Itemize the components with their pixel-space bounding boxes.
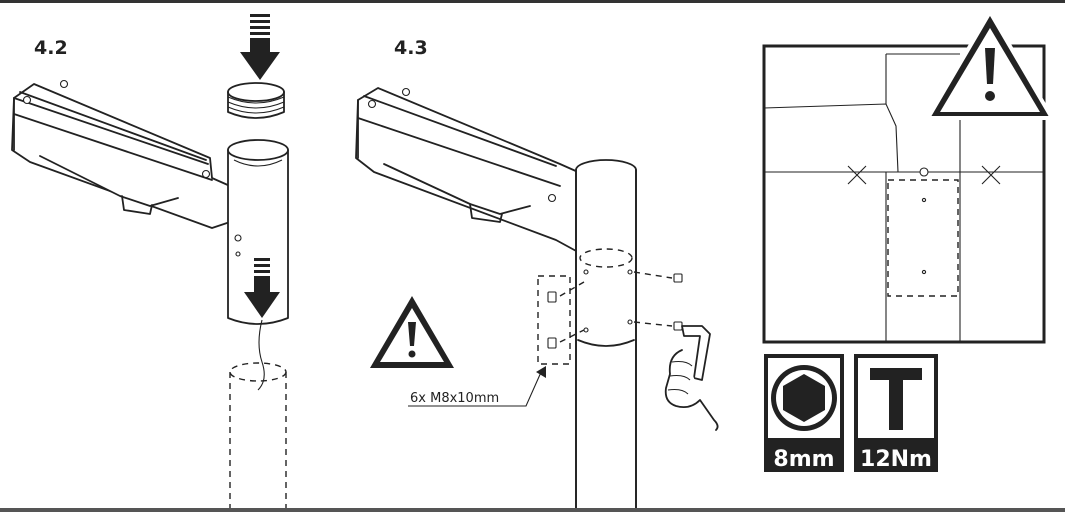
torque-t-icon (870, 368, 922, 430)
step-label-4-2: 4.2 (34, 37, 68, 59)
warning-triangle-icon (924, 8, 1056, 120)
bottom-border (0, 508, 1065, 512)
power-cable (257, 319, 265, 391)
detail-drawing (763, 53, 1044, 342)
pole-sleeve (227, 139, 289, 325)
mounting-pole (575, 159, 637, 512)
top-border (0, 0, 1065, 3)
torque-value-label: 12Nm (860, 447, 932, 472)
hex-key-hand (664, 325, 719, 431)
down-arrow-icon (244, 258, 280, 318)
detail-panel (762, 8, 1056, 344)
lamp-housing (11, 79, 231, 229)
hex-key-size-label: 8mm (773, 447, 834, 472)
pole-outline-dashed (229, 362, 287, 512)
screw-group-right (633, 271, 683, 331)
warning-triangle-icon (370, 296, 454, 368)
lamp-housing (355, 87, 579, 253)
step-4-2-illustration (11, 14, 289, 512)
pole-cap (227, 82, 285, 119)
step-label-4-3: 4.3 (394, 37, 428, 59)
screw-callout: 6x M8x10mm (408, 366, 546, 407)
hex-key-badge: 8mm (764, 354, 844, 472)
hex-socket-icon (771, 365, 837, 431)
step-4-3-illustration: 6x M8x10mm (355, 87, 719, 512)
screw-group-left (537, 275, 585, 365)
down-arrow-icon (240, 14, 280, 80)
torque-badge: 12Nm (854, 354, 938, 472)
screw-spec-label: 6x M8x10mm (410, 391, 499, 406)
